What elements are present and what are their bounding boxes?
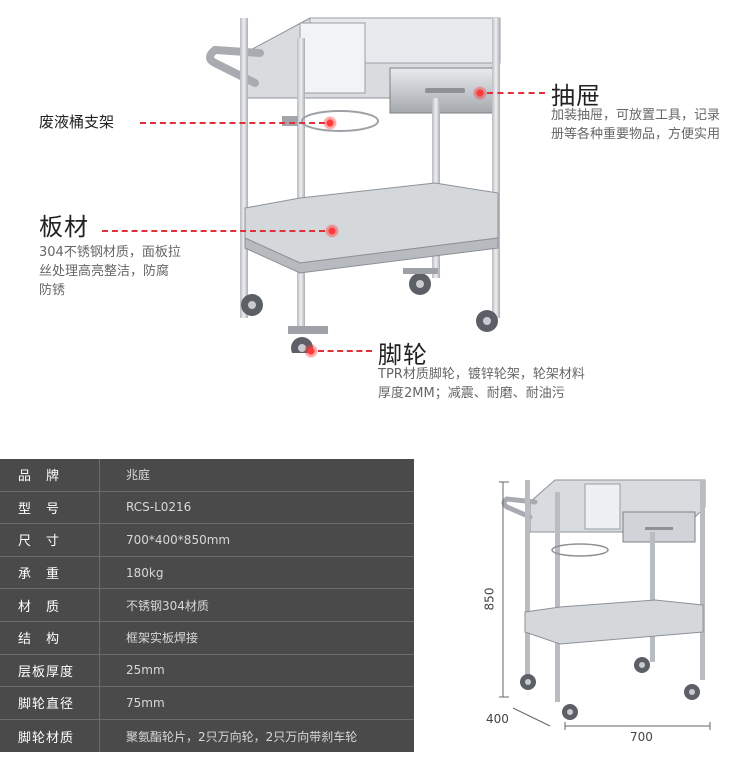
spec-label: 品 牌 (0, 459, 100, 491)
spec-row-caster-material: 脚轮材质 聚氨酯轮片，2只万向轮，2只万向带刹车轮 (0, 719, 414, 753)
spec-label: 型 号 (0, 491, 100, 524)
spec-row-size: 尺 寸 700*400*850mm (0, 524, 414, 557)
spec-value: 75mm (126, 695, 165, 710)
cart-dimension-illustration (499, 479, 711, 730)
spec-label: 结 构 (0, 621, 100, 654)
drawer-desc-line1: 加装抽屉，可放置工具，记录 (551, 108, 721, 123)
caster-desc-line1: TPR材质脚轮，镀锌轮架，轮架材料 (378, 367, 585, 382)
waste-holder-leader (140, 122, 325, 124)
spec-label: 层板厚度 (0, 654, 100, 687)
spec-row-model: 型 号 RCS-L0216 (0, 491, 414, 525)
drawer-leader (487, 92, 545, 94)
drawer-title: 抽屉 (551, 82, 601, 110)
dimension-width: 700 (630, 730, 653, 744)
spec-value: 25mm (126, 663, 165, 678)
drawer-marker (473, 86, 487, 100)
board-marker (325, 224, 339, 238)
waste-holder-title: 废液桶支架 (39, 113, 115, 131)
spec-value: 不锈钢304材质 (126, 598, 209, 613)
drawer-desc-line2: 册等各种重要物品，方便实用 (551, 127, 721, 142)
dimension-height: 850 (482, 587, 497, 611)
board-title: 板材 (39, 213, 89, 241)
spec-label: 承 重 (0, 556, 100, 589)
board-desc-line3: 防锈 (39, 283, 66, 298)
spec-value: 聚氨酯轮片，2只万向轮，2只万向带刹车轮 (126, 729, 358, 744)
spec-label: 脚轮直径 (0, 687, 100, 719)
caster-title: 脚轮 (378, 341, 428, 369)
spec-value: RCS-L0216 (126, 500, 192, 515)
board-desc-line2: 丝处理高亮整洁，防腐 (39, 264, 170, 279)
spec-label: 材 质 (0, 589, 100, 621)
board-description: 304不锈钢材质，面板拉 丝处理高亮整洁，防腐 防锈 (39, 243, 181, 300)
spec-row-material: 材 质 不锈钢304材质 (0, 589, 414, 622)
spec-row-shelf-thickness: 层板厚度 25mm (0, 654, 414, 688)
spec-value: 框架实板焊接 (126, 631, 199, 646)
spec-value: 180kg (126, 565, 164, 580)
board-leader (102, 230, 325, 232)
spec-label: 脚轮材质 (0, 719, 100, 753)
caster-desc-line2: 厚度2MM；减震、耐磨、耐油污 (378, 386, 565, 401)
spec-label: 尺 寸 (0, 524, 100, 556)
spec-value: 兆庭 (126, 468, 151, 483)
spec-row-caster-diameter: 脚轮直径 75mm (0, 687, 414, 720)
drawer-description: 加装抽屉，可放置工具，记录 册等各种重要物品，方便实用 (551, 106, 720, 144)
caster-marker (304, 344, 318, 358)
cart-main-illustration (206, 17, 501, 353)
spec-row-load: 承 重 180kg (0, 556, 414, 590)
board-desc-line1: 304不锈钢材质，面板拉 (39, 245, 181, 260)
dimension-depth: 400 (486, 712, 509, 726)
spec-table: 品 牌 兆庭 型 号 RCS-L0216 尺 寸 700*400*850mm 承… (0, 459, 414, 753)
spec-row-brand: 品 牌 兆庭 (0, 459, 414, 492)
caster-description: TPR材质脚轮，镀锌轮架，轮架材料 厚度2MM；减震、耐磨、耐油污 (378, 365, 585, 403)
spec-value: 700*400*850mm (126, 532, 231, 547)
waste-holder-marker (323, 116, 337, 130)
caster-leader (318, 350, 372, 352)
spec-row-structure: 结 构 框架实板焊接 (0, 621, 414, 655)
